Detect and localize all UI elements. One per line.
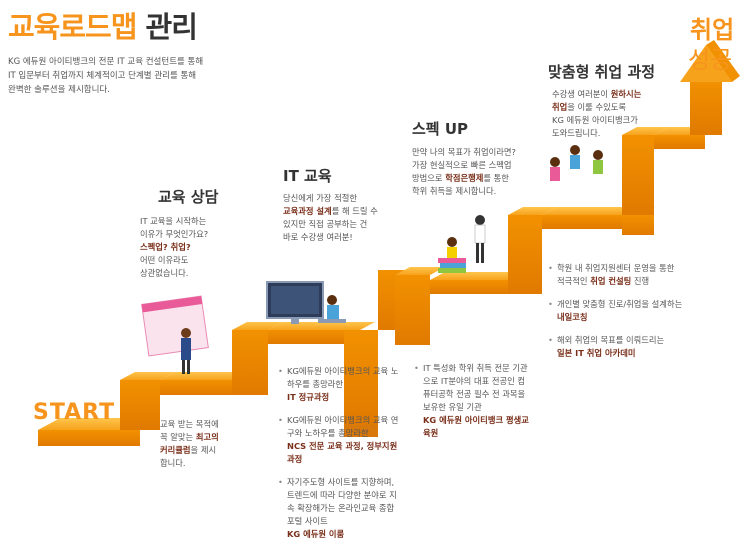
page-title: 교육로드맵 관리 [8, 10, 198, 44]
stage-custom-heading: 맞춤형 취업 과정 [548, 63, 656, 81]
calendar-illustration [141, 295, 209, 357]
list-item: IT 특성화 학위 취득 전문 기관으로 IT분야의 대표 전공인 컴퓨터공학 … [414, 362, 532, 440]
stage-spec-desc: 만약 나의 목표가 취업이라면? 가장 현실적으로 빠른 스펙업 방법으로 학점… [412, 147, 516, 196]
stage-it-desc: 당신에게 가장 적절한 교육과정 설계를 해 드릴 수 있지만 직접 공부하는 … [283, 193, 378, 242]
stage-custom-desc: 수강생 여러분이 원하시는 취업을 이룰 수있도록 KG 에듀원 아이티뱅크가 … [552, 89, 642, 138]
bottom-custom-list: 학원 내 취업지원센터 운영을 통한 적극적인 취업 컨설팅 진행 개인별 맞춤… [548, 262, 683, 370]
list-item: 학원 내 취업지원센터 운영을 통한 적극적인 취업 컨설팅 진행 [548, 262, 683, 288]
books-illustration [438, 237, 466, 273]
intro-text: KG 에듀원 아이티뱅크의 전문 IT 교육 컨설턴트를 통해 IT 입문부터 … [8, 57, 204, 95]
goal-line1: 취업 [690, 16, 735, 44]
goal-line2: 성공 [688, 46, 733, 74]
stage-consult-desc: IT 교육을 시작하는 이유가 무엇인가요? 스펙업? 취업? 어떤 이유라도 … [140, 216, 209, 278]
bottom-consult-desc: 교육 받는 목적에 꼭 알맞는 최고의 커리큘럼을 제시 합니다. [160, 419, 219, 468]
stage-spec-heading: 스펙 UP [412, 120, 468, 138]
list-item: 개인별 맞춤형 진로/취업을 설계하는 내일코칭 [548, 298, 683, 324]
bottom-spec-list: IT 특성화 학위 취득 전문 기관으로 IT분야의 대표 전공인 컴퓨터공학 … [414, 362, 532, 450]
student-figure-it [318, 295, 346, 323]
student-figure-consult [181, 328, 191, 374]
stair-steps [38, 40, 740, 446]
stage-consult-heading: 교육 상담 [158, 188, 219, 206]
list-item: 자기주도형 사이트를 지향하며, 트렌드에 따라 다양한 분야로 지속 확장해가… [278, 476, 403, 541]
student-figure-spec [474, 215, 486, 263]
stage-it-heading: IT 교육 [283, 167, 332, 185]
student-figures-jumping [550, 145, 603, 181]
monitor-illustration [266, 281, 324, 324]
start-label: START [33, 400, 116, 425]
